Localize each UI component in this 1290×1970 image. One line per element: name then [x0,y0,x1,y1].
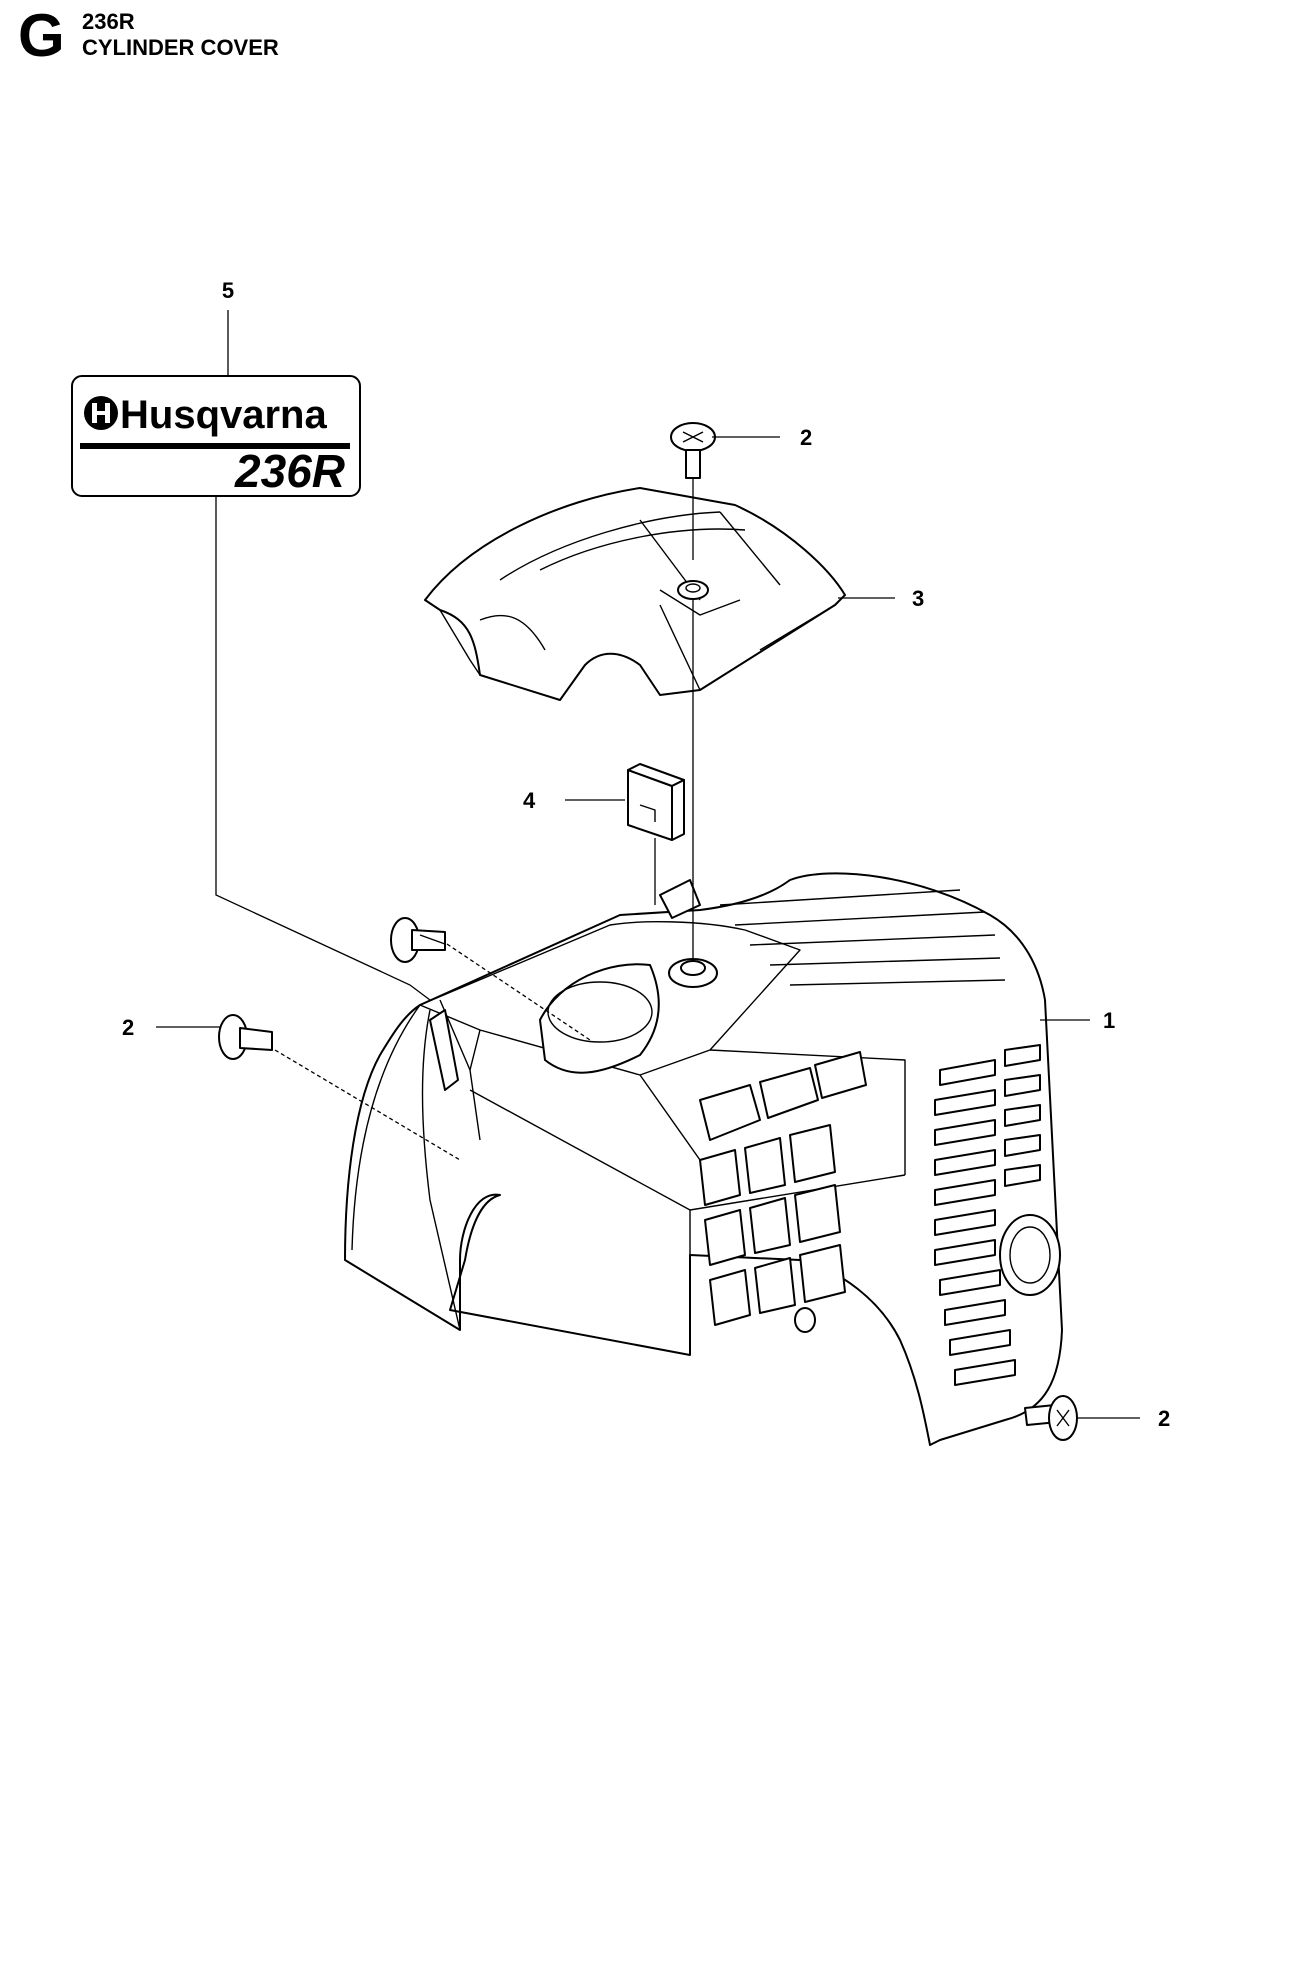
screw-left-lower-part [218,1014,273,1060]
page-title: CYLINDER COVER [82,35,279,60]
cylinder-cover-part [344,872,1063,1446]
model-title: 236R [82,9,135,34]
decal-model-text: 236R [234,445,345,497]
callout-2-top: 2 [800,425,812,450]
callout-3: 3 [912,586,924,611]
screw-left-upper-part [390,917,446,963]
section-letter: G [18,2,65,69]
decal-part: Husqvarna 236R [71,375,361,497]
callout-5: 5 [222,278,234,303]
spark-plug-pad-part [627,763,685,841]
callout-4: 4 [523,788,536,813]
decal-brand-text: Husqvarna [120,393,327,437]
top-cover-part [424,487,846,701]
screw-right-part [1024,1395,1078,1441]
husqvarna-logo-icon [84,396,118,430]
callout-2-right: 2 [1158,1406,1170,1431]
screw-top-part [670,422,716,479]
cooling-fins [719,889,1041,1386]
callout-2-left: 2 [122,1015,134,1040]
callout-1: 1 [1103,1008,1115,1033]
